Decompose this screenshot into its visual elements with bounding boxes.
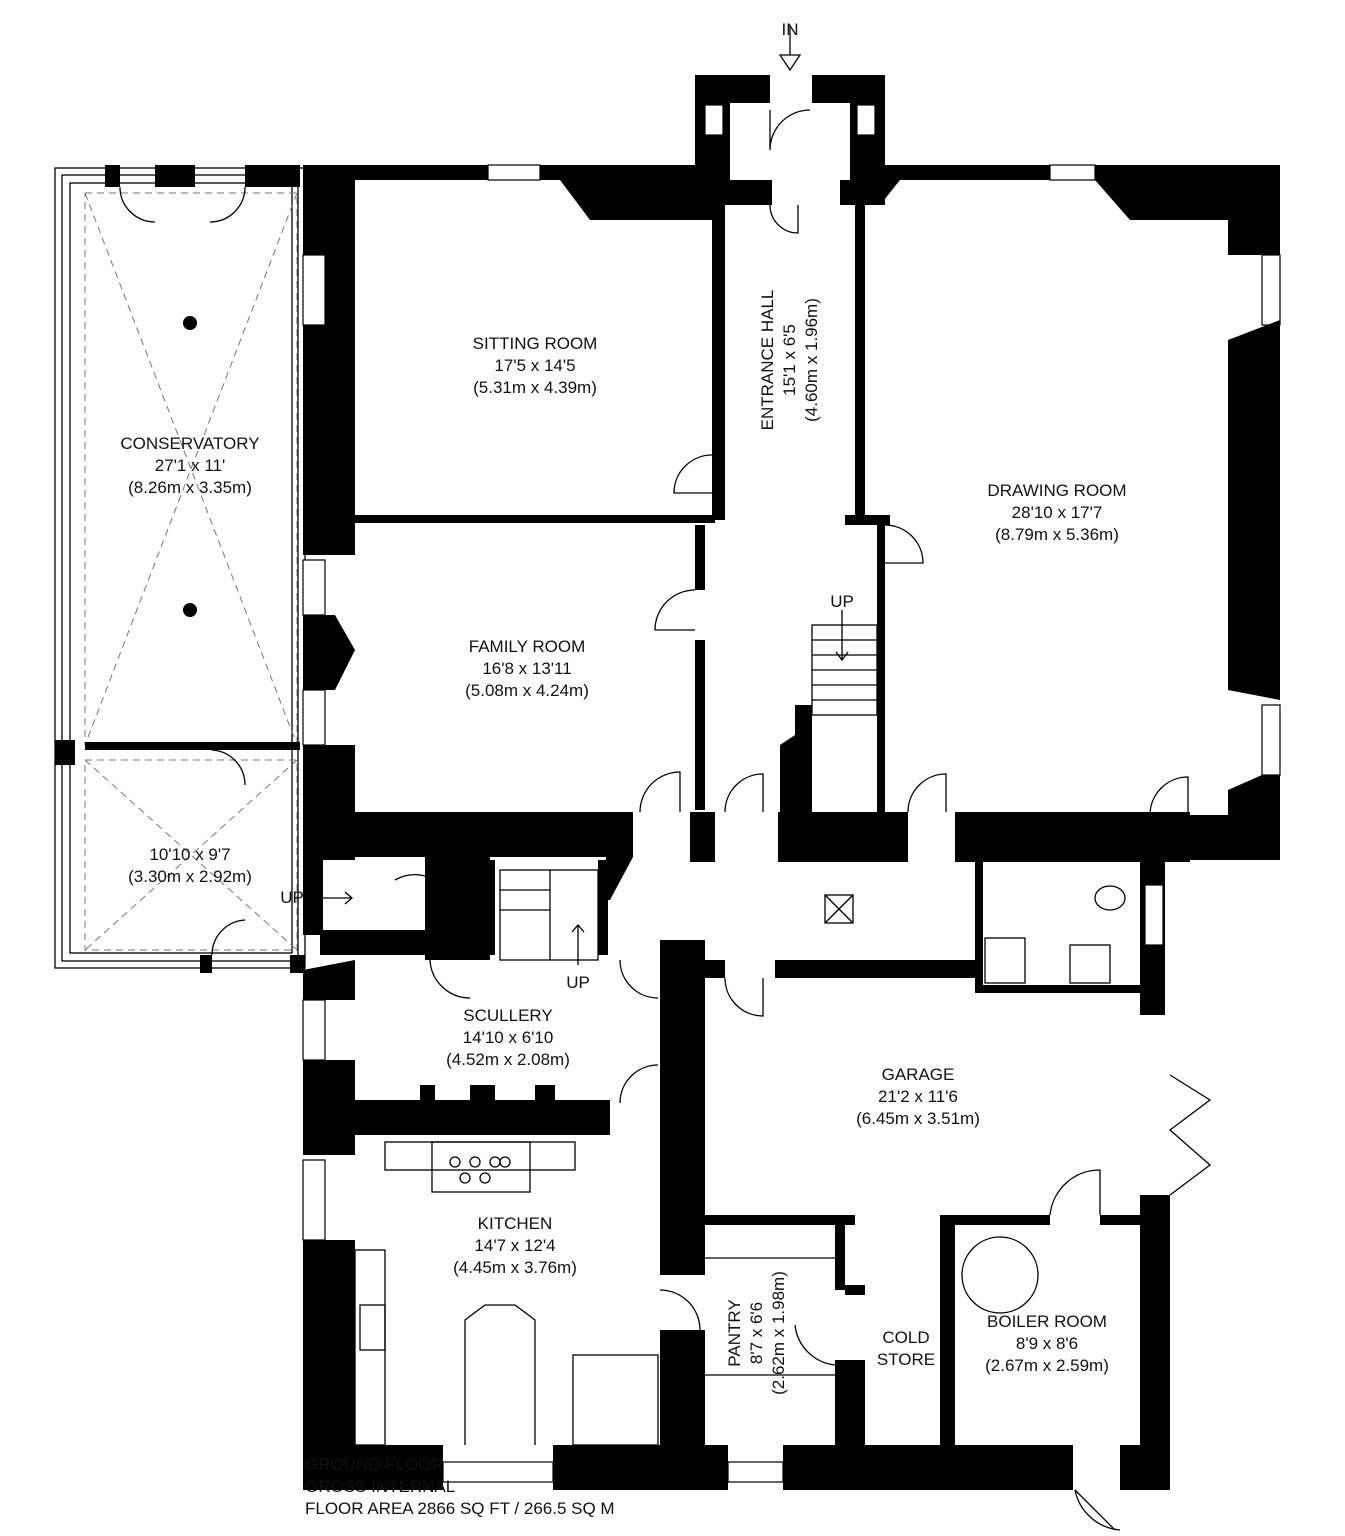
room-imperial: 17'5 x 14'5 [494,356,576,375]
room-label-conservatory: CONSERVATORY 27'1 x 11' (8.26m x 3.35m) [120,433,259,499]
room-label-family-room: FAMILY ROOM 16'8 x 13'11 (5.08m x 4.24m) [465,636,589,702]
room-imperial: 21'2 x 11'6 [878,1087,958,1106]
hob-icon [449,1156,511,1184]
conservatory-structure [54,165,306,973]
room-label-boiler-room: BOILER ROOM 8'9 x 8'6 (2.67m x 2.59m) [985,1311,1109,1377]
boiler-icon [961,1236,1039,1314]
stair-label-main: UP [830,592,854,611]
room-name: SCULLERY [463,1006,553,1025]
column-icon [183,316,197,330]
room-imperial: 8'9 x 8'6 [1015,1334,1079,1353]
room-label-sitting-room: SITTING ROOM 17'5 x 14'5 (5.31m x 4.39m) [473,333,598,399]
room-metric: (3.30m x 2.92m) [128,867,252,886]
toilet-icon [1094,885,1126,911]
room-metric: (4.60m x 1.96m) [802,298,821,422]
room-label-scullery: SCULLERY 14'10 x 6'10 (4.52m x 2.08m) [446,1005,570,1071]
room-metric: (2.62m x 1.98m) [769,1271,788,1395]
room-metric: (6.45m x 3.51m) [856,1109,980,1128]
room-metric: (4.45m x 3.76m) [453,1258,577,1277]
room-metric: (5.08m x 4.24m) [465,681,589,700]
room-label-garage: GARAGE 21'2 x 11'6 (6.45m x 3.51m) [856,1064,980,1130]
note-line-3: FLOOR AREA 2866 SQ FT / 266.5 SQ M [305,1499,615,1518]
floor-area-note: GROUND FLOOR GROSS INTERNAL FLOOR AREA 2… [305,1454,615,1520]
walls [302,75,1281,1490]
room-imperial: 28'10 x 17'7 [1011,503,1103,522]
room-name: DRAWING ROOM [987,481,1127,500]
room-name: GARAGE [881,1065,955,1084]
room-metric: (8.26m x 3.35m) [128,478,252,497]
entrance-arrow-icon [778,25,802,72]
room-name: FAMILY ROOM [468,637,586,656]
room-imperial: 16'8 x 13'11 [482,659,572,678]
room-metric: (2.67m x 2.59m) [985,1356,1109,1375]
room-imperial: 10'10 x 9'7 [149,845,231,864]
room-name: BOILER ROOM [987,1312,1107,1331]
room-imperial: 27'1 x 11' [154,456,226,475]
column-icon [183,603,197,617]
room-imperial: 15'1 x 6'5 [780,324,799,396]
room-label-entrance-hall: ENTRANCE HALL 15'1 x 6'5 (4.60m x 1.96m) [757,290,823,431]
room-name: PANTRY [725,1299,744,1367]
room-metric: (8.79m x 5.36m) [995,525,1119,544]
note-line-1: GROUND FLOOR [305,1455,444,1474]
note-line-2: GROSS INTERNAL [305,1477,456,1496]
room-name: ENTRANCE HALL [758,289,777,431]
room-label-cold-store: COLD STORE [877,1327,935,1371]
sink-icon [359,1304,386,1351]
room-imperial: 8'7 x 6'6 [747,1301,766,1365]
room-metric: (4.52m x 2.08m) [446,1050,570,1069]
entrance-label: IN [781,20,799,39]
room-name: SITTING ROOM [472,334,598,353]
skylight-icon [824,894,854,924]
shower-icon [984,937,1026,984]
stair-label-back: UP [566,973,590,992]
room-name: CONSERVATORY [120,434,260,453]
room-name: KITCHEN [477,1214,553,1233]
room-name-line1: COLD [882,1328,930,1347]
basin-icon [1069,944,1111,984]
doors [119,25,1212,1531]
room-imperial: 14'10 x 6'10 [462,1028,554,1047]
room-imperial: 14'7 x 12'4 [474,1236,556,1255]
room-name-line2: STORE [876,1350,936,1369]
room-label-pantry: PANTRY 8'7 x 6'6 (2.62m x 1.98m) [724,1271,790,1395]
room-metric: (5.31m x 4.39m) [473,378,597,397]
room-label-conservatory-annex: 10'10 x 9'7 (3.30m x 2.92m) [128,844,252,888]
room-label-drawing-room: DRAWING ROOM 28'10 x 17'7 (8.79m x 5.36m… [987,480,1126,546]
stair-label-conservatory: UP [280,888,304,907]
room-label-kitchen: KITCHEN 14'7 x 12'4 (4.45m x 3.76m) [453,1213,577,1279]
